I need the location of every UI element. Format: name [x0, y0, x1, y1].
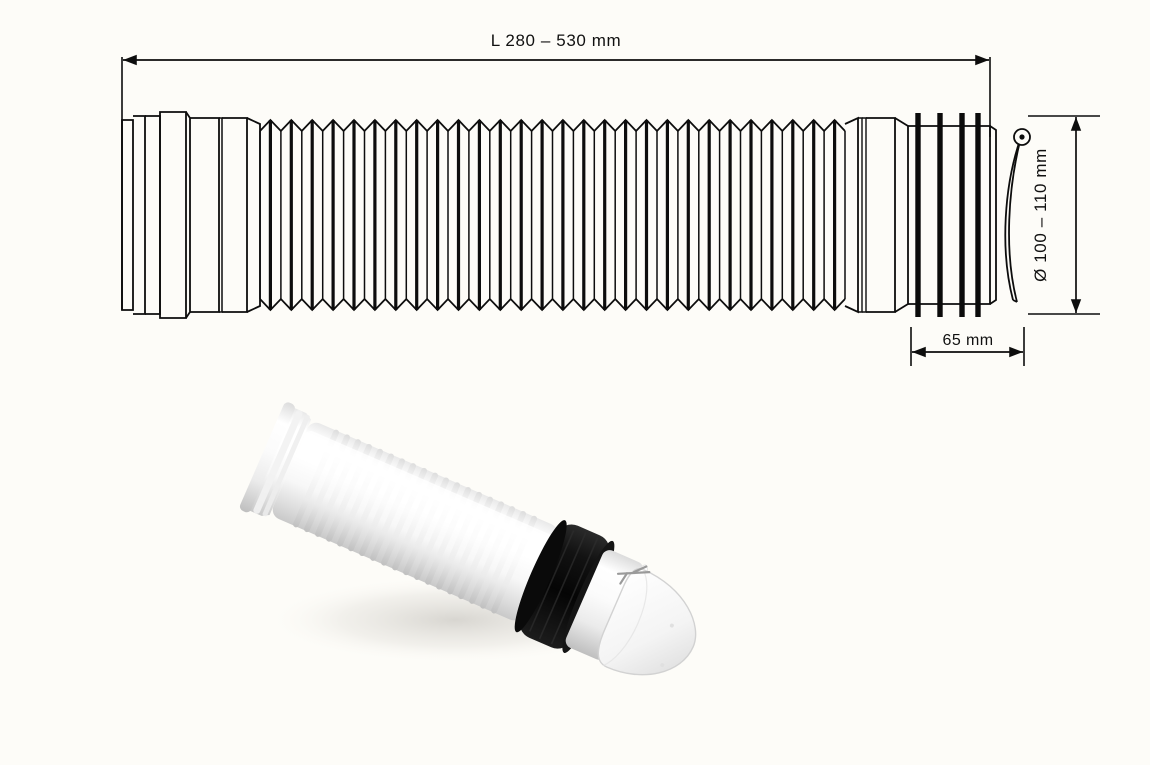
dimension-seal-length: 65 mm [910, 327, 1025, 366]
hinge-pin-center [1019, 134, 1025, 140]
rubber-sealing-lips [915, 113, 981, 317]
photo-hinge-clip [616, 565, 651, 585]
photo-corrugation-ribs [293, 429, 538, 614]
dim-label-length: L 280 – 530 mm [491, 31, 622, 50]
bellows-top-profile [259, 118, 846, 133]
straight-barrel [190, 117, 261, 313]
corrugated-bellows [259, 118, 846, 312]
non-return-valve-flap [1004, 136, 1022, 303]
dim-label-seal-length: 65 mm [943, 332, 994, 349]
dimension-diameter: Ø 100 – 110 mm [1028, 115, 1100, 315]
valve-hinge-pin [1013, 128, 1031, 146]
product-photo-group [239, 402, 697, 676]
tapered-transition [844, 116, 997, 314]
photo-specular-highlight [303, 431, 558, 550]
dimension-length: L 280 – 530 mm [121, 31, 991, 137]
photo-valve-flap [597, 568, 697, 676]
socket-collar-left [121, 111, 191, 319]
bellows-bottom-profile [259, 297, 846, 312]
dim-label-diameter: Ø 100 – 110 mm [1031, 148, 1050, 282]
